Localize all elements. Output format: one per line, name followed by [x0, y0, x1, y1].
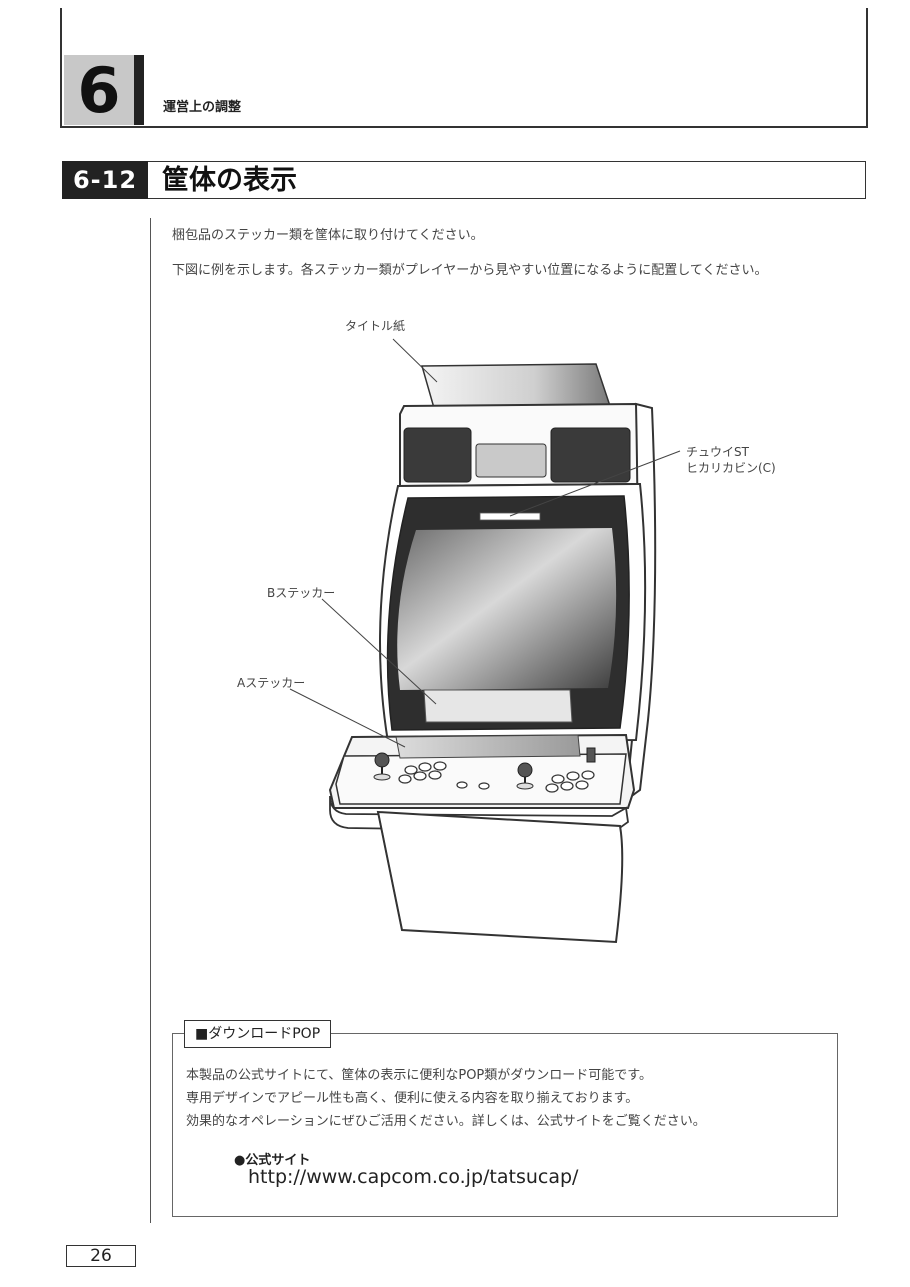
section-title: 筐体の表示	[162, 165, 297, 196]
a-sticker	[395, 734, 581, 759]
official-site-url[interactable]: http://www.capcom.co.jp/tatsucap/	[248, 1166, 579, 1188]
title-paper	[421, 363, 612, 409]
joystick-right	[517, 762, 533, 778]
intro-paragraph-1: 梱包品のステッカー類を筐体に取り付けてください。	[172, 228, 484, 243]
buttons-right	[545, 770, 595, 793]
download-pop-box	[172, 1033, 838, 1217]
download-line-3: 効果的なオペレーションにぜひご活用ください。詳しくは、公式サイトをご覧ください。	[186, 1114, 706, 1129]
label-a-sticker: Aステッカー	[237, 676, 306, 690]
side-rule	[150, 218, 151, 1223]
left-speaker	[403, 427, 472, 483]
label-chuui-line1: チュウイST	[686, 445, 749, 459]
chapter-header-frame	[60, 8, 868, 128]
buttons-left	[398, 761, 447, 784]
label-title-paper: タイトル紙	[345, 319, 406, 333]
chuui-sticker	[479, 512, 541, 521]
page-number: 26	[66, 1245, 136, 1267]
label-b-sticker: Bステッカー	[267, 586, 336, 600]
download-pop-heading: ■ダウンロードPOP	[184, 1020, 332, 1048]
coin-slot	[586, 747, 596, 763]
intro-paragraph-2: 下図に例を示します。各ステッカー類がプレイヤーから見やすい位置になるように配置し…	[172, 263, 768, 278]
section-number: 6-12	[62, 161, 148, 199]
chapter-number: 6	[64, 55, 144, 127]
right-speaker	[550, 427, 631, 483]
joystick-left	[374, 752, 390, 768]
download-line-2: 専用デザインでアピール性も高く、便利に使える内容を取り揃えております。	[186, 1091, 639, 1106]
center-marquee	[475, 443, 547, 478]
download-line-1: 本製品の公式サイトにて、筐体の表示に便利なPOP類がダウンロード可能です。	[186, 1068, 652, 1083]
cabinet-base	[376, 810, 624, 944]
label-chuui-line2: ヒカリカビン(C)	[686, 461, 776, 475]
official-site-label: ●公式サイト	[234, 1153, 311, 1168]
chapter-title: 運営上の調整	[163, 100, 242, 115]
b-sticker	[423, 689, 573, 723]
start-buttons	[456, 781, 490, 790]
monitor-screen	[397, 528, 617, 690]
